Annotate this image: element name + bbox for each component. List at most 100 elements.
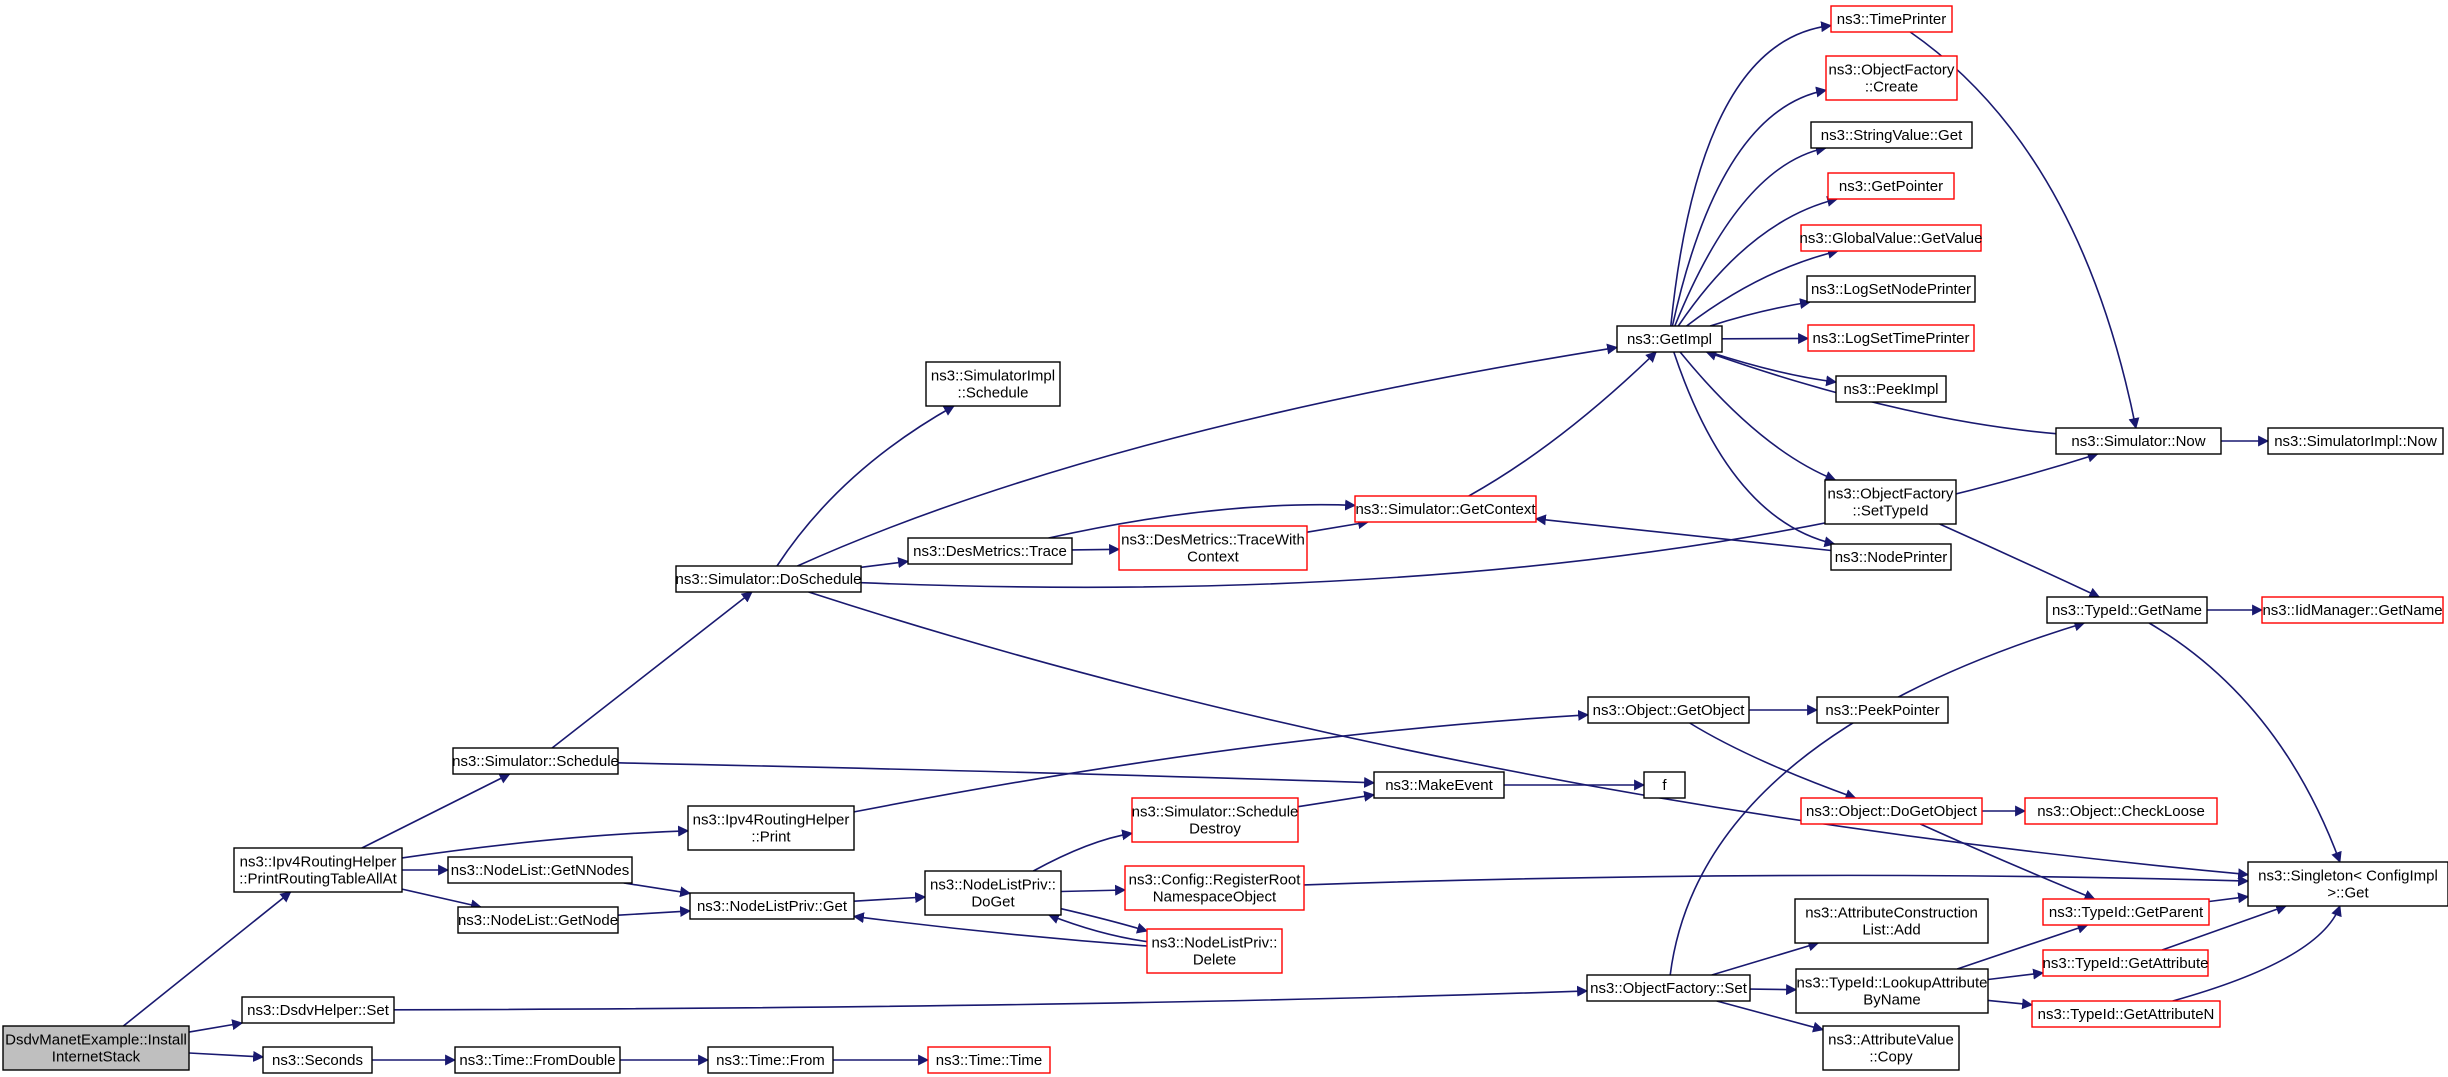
node-box[interactable] (1795, 968, 1989, 1014)
node-box[interactable] (689, 892, 855, 920)
node-ipv4-print-all[interactable]: ns3::Ipv4RoutingHelper::PrintRoutingTabl… (233, 847, 403, 893)
node-box[interactable] (1124, 865, 1305, 911)
node-sim-getcontext[interactable]: ns3::Simulator::GetContext (1354, 495, 1537, 523)
node-box[interactable] (1830, 543, 1952, 571)
node-box[interactable] (1835, 375, 1947, 403)
node-getimpl[interactable]: ns3::GetImpl (1616, 325, 1723, 353)
node-peekimpl[interactable]: ns3::PeekImpl (1835, 375, 1947, 403)
node-box[interactable] (2042, 898, 2210, 926)
node-box[interactable] (1800, 224, 1982, 252)
node-stringvalue-get[interactable]: ns3::StringValue::Get (1810, 121, 1973, 149)
node-nodelistpriv-doget[interactable]: ns3::NodeListPriv::DoGet (924, 870, 1062, 916)
node-sim-doschedule[interactable]: ns3::Simulator::DoSchedule (675, 565, 862, 593)
node-getpointer[interactable]: ns3::GetPointer (1827, 172, 1955, 200)
node-box[interactable] (2247, 861, 2448, 907)
node-box[interactable] (1373, 771, 1505, 799)
node-box[interactable] (457, 906, 619, 934)
node-box[interactable] (2, 1025, 190, 1071)
node-box[interactable] (675, 565, 862, 593)
node-box[interactable] (707, 1046, 834, 1074)
node-iidmanager-getname[interactable]: ns3::IidManager::GetName (2261, 596, 2444, 624)
node-box[interactable] (1354, 495, 1537, 523)
node-objfactory-set[interactable]: ns3::ObjectFactory::Set (1586, 974, 1751, 1002)
node-box[interactable] (454, 1046, 621, 1074)
node-typeid-getattribute[interactable]: ns3::TypeId::GetAttribute (2042, 949, 2209, 977)
node-box[interactable] (1586, 974, 1751, 1002)
node-typeid-getname[interactable]: ns3::TypeId::GetName (2046, 596, 2208, 624)
node-box[interactable] (447, 856, 633, 884)
node-box[interactable] (925, 361, 1061, 407)
node-box[interactable] (262, 1046, 373, 1074)
node-box[interactable] (927, 1046, 1051, 1074)
node-f[interactable]: f (1643, 771, 1686, 799)
node-attrvalue-copy[interactable]: ns3::AttributeValue::Copy (1822, 1025, 1960, 1071)
node-box[interactable] (1146, 928, 1283, 974)
node-box[interactable] (241, 996, 395, 1024)
node-box[interactable] (2055, 427, 2222, 455)
node-logsetnodeprinter[interactable]: ns3::LogSetNodePrinter (1806, 275, 1976, 303)
node-box[interactable] (2042, 949, 2209, 977)
node-box[interactable] (924, 870, 1062, 916)
node-nodelistpriv-delete[interactable]: ns3::NodeListPriv::Delete (1146, 928, 1283, 974)
node-box[interactable] (1810, 121, 1973, 149)
node-object-checkloose[interactable]: ns3::Object::CheckLoose (2024, 797, 2218, 825)
node-makeevent[interactable]: ns3::MakeEvent (1373, 771, 1505, 799)
node-ipv4-print[interactable]: ns3::Ipv4RoutingHelper::Print (687, 805, 855, 851)
node-globalvalue-getvalue[interactable]: ns3::GlobalValue::GetValue (1800, 224, 1983, 252)
node-box[interactable] (907, 537, 1073, 565)
node-time-time[interactable]: ns3::Time::Time (927, 1046, 1051, 1074)
node-box[interactable] (1824, 479, 1957, 525)
node-nodelist-getnode[interactable]: ns3::NodeList::GetNode (457, 906, 619, 934)
node-box[interactable] (687, 805, 855, 851)
node-box[interactable] (233, 847, 403, 893)
node-nodeprinter[interactable]: ns3::NodePrinter (1830, 543, 1952, 571)
node-objfactory-settypeid[interactable]: ns3::ObjectFactory::SetTypeId (1824, 479, 1957, 525)
node-desmetrics-trace[interactable]: ns3::DesMetrics::Trace (907, 537, 1073, 565)
node-object-getobject[interactable]: ns3::Object::GetObject (1587, 696, 1750, 724)
node-sim-schedule[interactable]: ns3::Simulator::Schedule (452, 747, 619, 775)
node-simimpl-now[interactable]: ns3::SimulatorImpl::Now (2267, 427, 2444, 455)
node-nodelist-getnnodes[interactable]: ns3::NodeList::GetNNodes (447, 856, 633, 884)
node-box[interactable] (2267, 427, 2444, 455)
node-box[interactable] (1807, 324, 1975, 352)
node-box[interactable] (1616, 325, 1723, 353)
node-logsettimeprinter[interactable]: ns3::LogSetTimePrinter (1807, 324, 1975, 352)
node-time-from[interactable]: ns3::Time::From (707, 1046, 834, 1074)
node-box[interactable] (452, 747, 619, 775)
node-dsdv-set[interactable]: ns3::DsdvHelper::Set (241, 996, 395, 1024)
node-objfactory-create[interactable]: ns3::ObjectFactory::Create (1825, 55, 1958, 101)
node-box[interactable] (1822, 1025, 1960, 1071)
node-sim-now[interactable]: ns3::Simulator::Now (2055, 427, 2222, 455)
node-box[interactable] (1587, 696, 1750, 724)
node-box[interactable] (1806, 275, 1976, 303)
node-box[interactable] (2261, 596, 2444, 624)
node-box[interactable] (2031, 1000, 2221, 1028)
node-peekpointer[interactable]: ns3::PeekPointer (1816, 696, 1949, 724)
node-seconds[interactable]: ns3::Seconds (262, 1046, 373, 1074)
node-simimpl-schedule[interactable]: ns3::SimulatorImpl::Schedule (925, 361, 1061, 407)
node-box[interactable] (2046, 596, 2208, 624)
node-object-dogetobject[interactable]: ns3::Object::DoGetObject (1800, 797, 1983, 825)
node-box[interactable] (1825, 55, 1958, 101)
node-typeid-getparent[interactable]: ns3::TypeId::GetParent (2042, 898, 2210, 926)
node-box[interactable] (1830, 5, 1953, 33)
node-box[interactable] (1816, 696, 1949, 724)
node-time-fromdouble[interactable]: ns3::Time::FromDouble (454, 1046, 621, 1074)
node-box[interactable] (1794, 898, 1989, 944)
node-box[interactable] (1118, 525, 1308, 571)
node-box[interactable] (1131, 797, 1299, 843)
node-box[interactable] (2024, 797, 2218, 825)
node-nodelistpriv-get[interactable]: ns3::NodeListPriv::Get (689, 892, 855, 920)
node-typeid-getattributen[interactable]: ns3::TypeId::GetAttributeN (2031, 1000, 2221, 1028)
node-box[interactable] (1643, 771, 1686, 799)
node-box[interactable] (1827, 172, 1955, 200)
node-singleton-get[interactable]: ns3::Singleton< ConfigImpl>::Get (2247, 861, 2448, 907)
node-timeprinter[interactable]: ns3::TimePrinter (1830, 5, 1953, 33)
node-box[interactable] (1800, 797, 1983, 825)
